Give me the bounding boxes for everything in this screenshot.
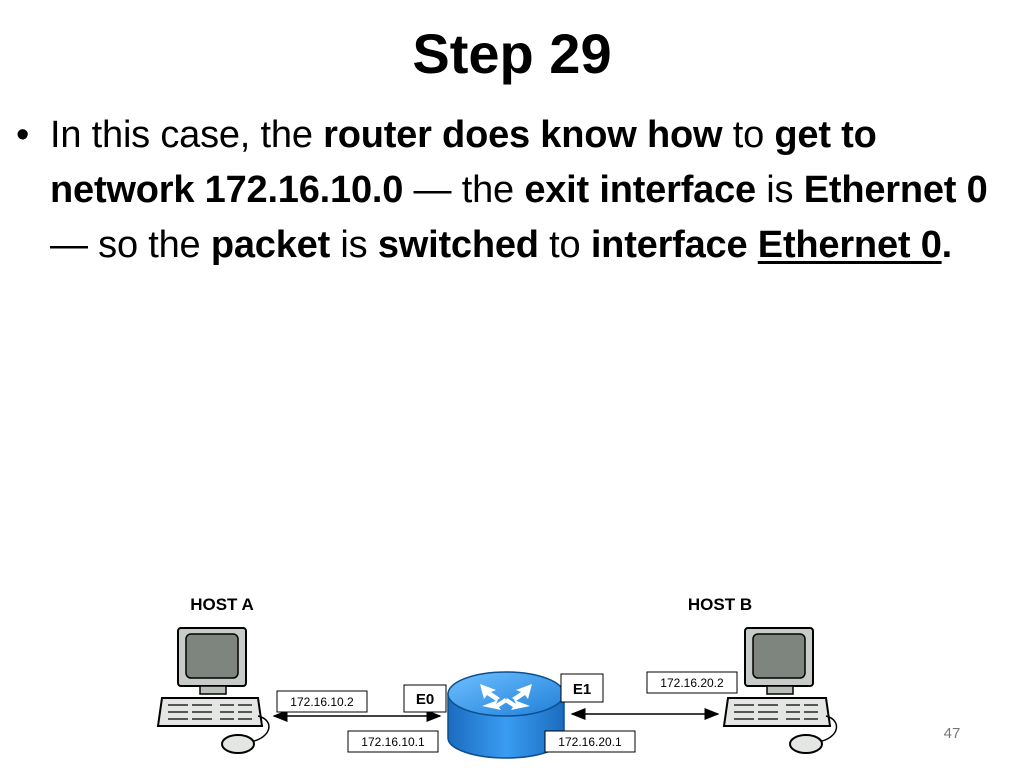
text-segment: interface: [590, 224, 758, 266]
bullet-marker: •: [16, 114, 30, 156]
text-segment: is: [755, 169, 804, 211]
e0-label-box: E0: [403, 684, 447, 713]
e0-label: E0: [416, 691, 434, 708]
text-segment: Ethernet 0: [758, 224, 942, 266]
page-number: 47: [943, 725, 961, 742]
e1-label: E1: [573, 681, 591, 698]
host-b-ip: 172.16.20.2: [660, 676, 724, 690]
text-segment: switched: [377, 224, 539, 266]
text-segment: is: [330, 224, 378, 266]
router-icon: [447, 671, 565, 759]
text-segment: to: [538, 224, 591, 266]
text-segment: Ethernet 0: [803, 169, 988, 211]
text-segment: router does know how: [323, 114, 723, 156]
host-a-ip-box: 172.16.10.2: [276, 690, 368, 713]
router-e1-ip-box: 172.16.20.1: [544, 730, 636, 753]
underlined-segment: Ethernet 0: [757, 224, 942, 266]
router-e0-ip-box: 172.16.10.1: [347, 730, 439, 753]
text-segment: — the: [403, 169, 525, 211]
host-a-computer-icon: [156, 627, 270, 754]
text-segment: packet: [210, 224, 331, 266]
router-e0-ip: 172.16.10.1: [361, 735, 425, 749]
text-segment: exit interface: [524, 169, 756, 211]
text-segment: — so the: [50, 224, 211, 266]
host-b-label: HOST B: [688, 595, 752, 614]
text-segment: to: [722, 114, 775, 156]
bullet-text: In this case, the router does know how t…: [50, 108, 1016, 273]
text-segment: get to network 172.16.10.0: [50, 114, 877, 211]
e1-label-box: E1: [560, 673, 604, 703]
router-e1-ip: 172.16.20.1: [558, 735, 622, 749]
host-b-ip-box: 172.16.20.2: [646, 671, 738, 694]
host-a-ip: 172.16.10.2: [290, 695, 354, 709]
bullet-item: • In this case, the router does know how…: [16, 108, 1016, 273]
host-b-computer-icon: [722, 627, 838, 754]
text-segment: In this case, the: [50, 114, 324, 156]
host-a-label: HOST A: [190, 595, 254, 614]
slide-title: Step 29: [412, 22, 612, 85]
text-segment: .: [941, 224, 953, 266]
